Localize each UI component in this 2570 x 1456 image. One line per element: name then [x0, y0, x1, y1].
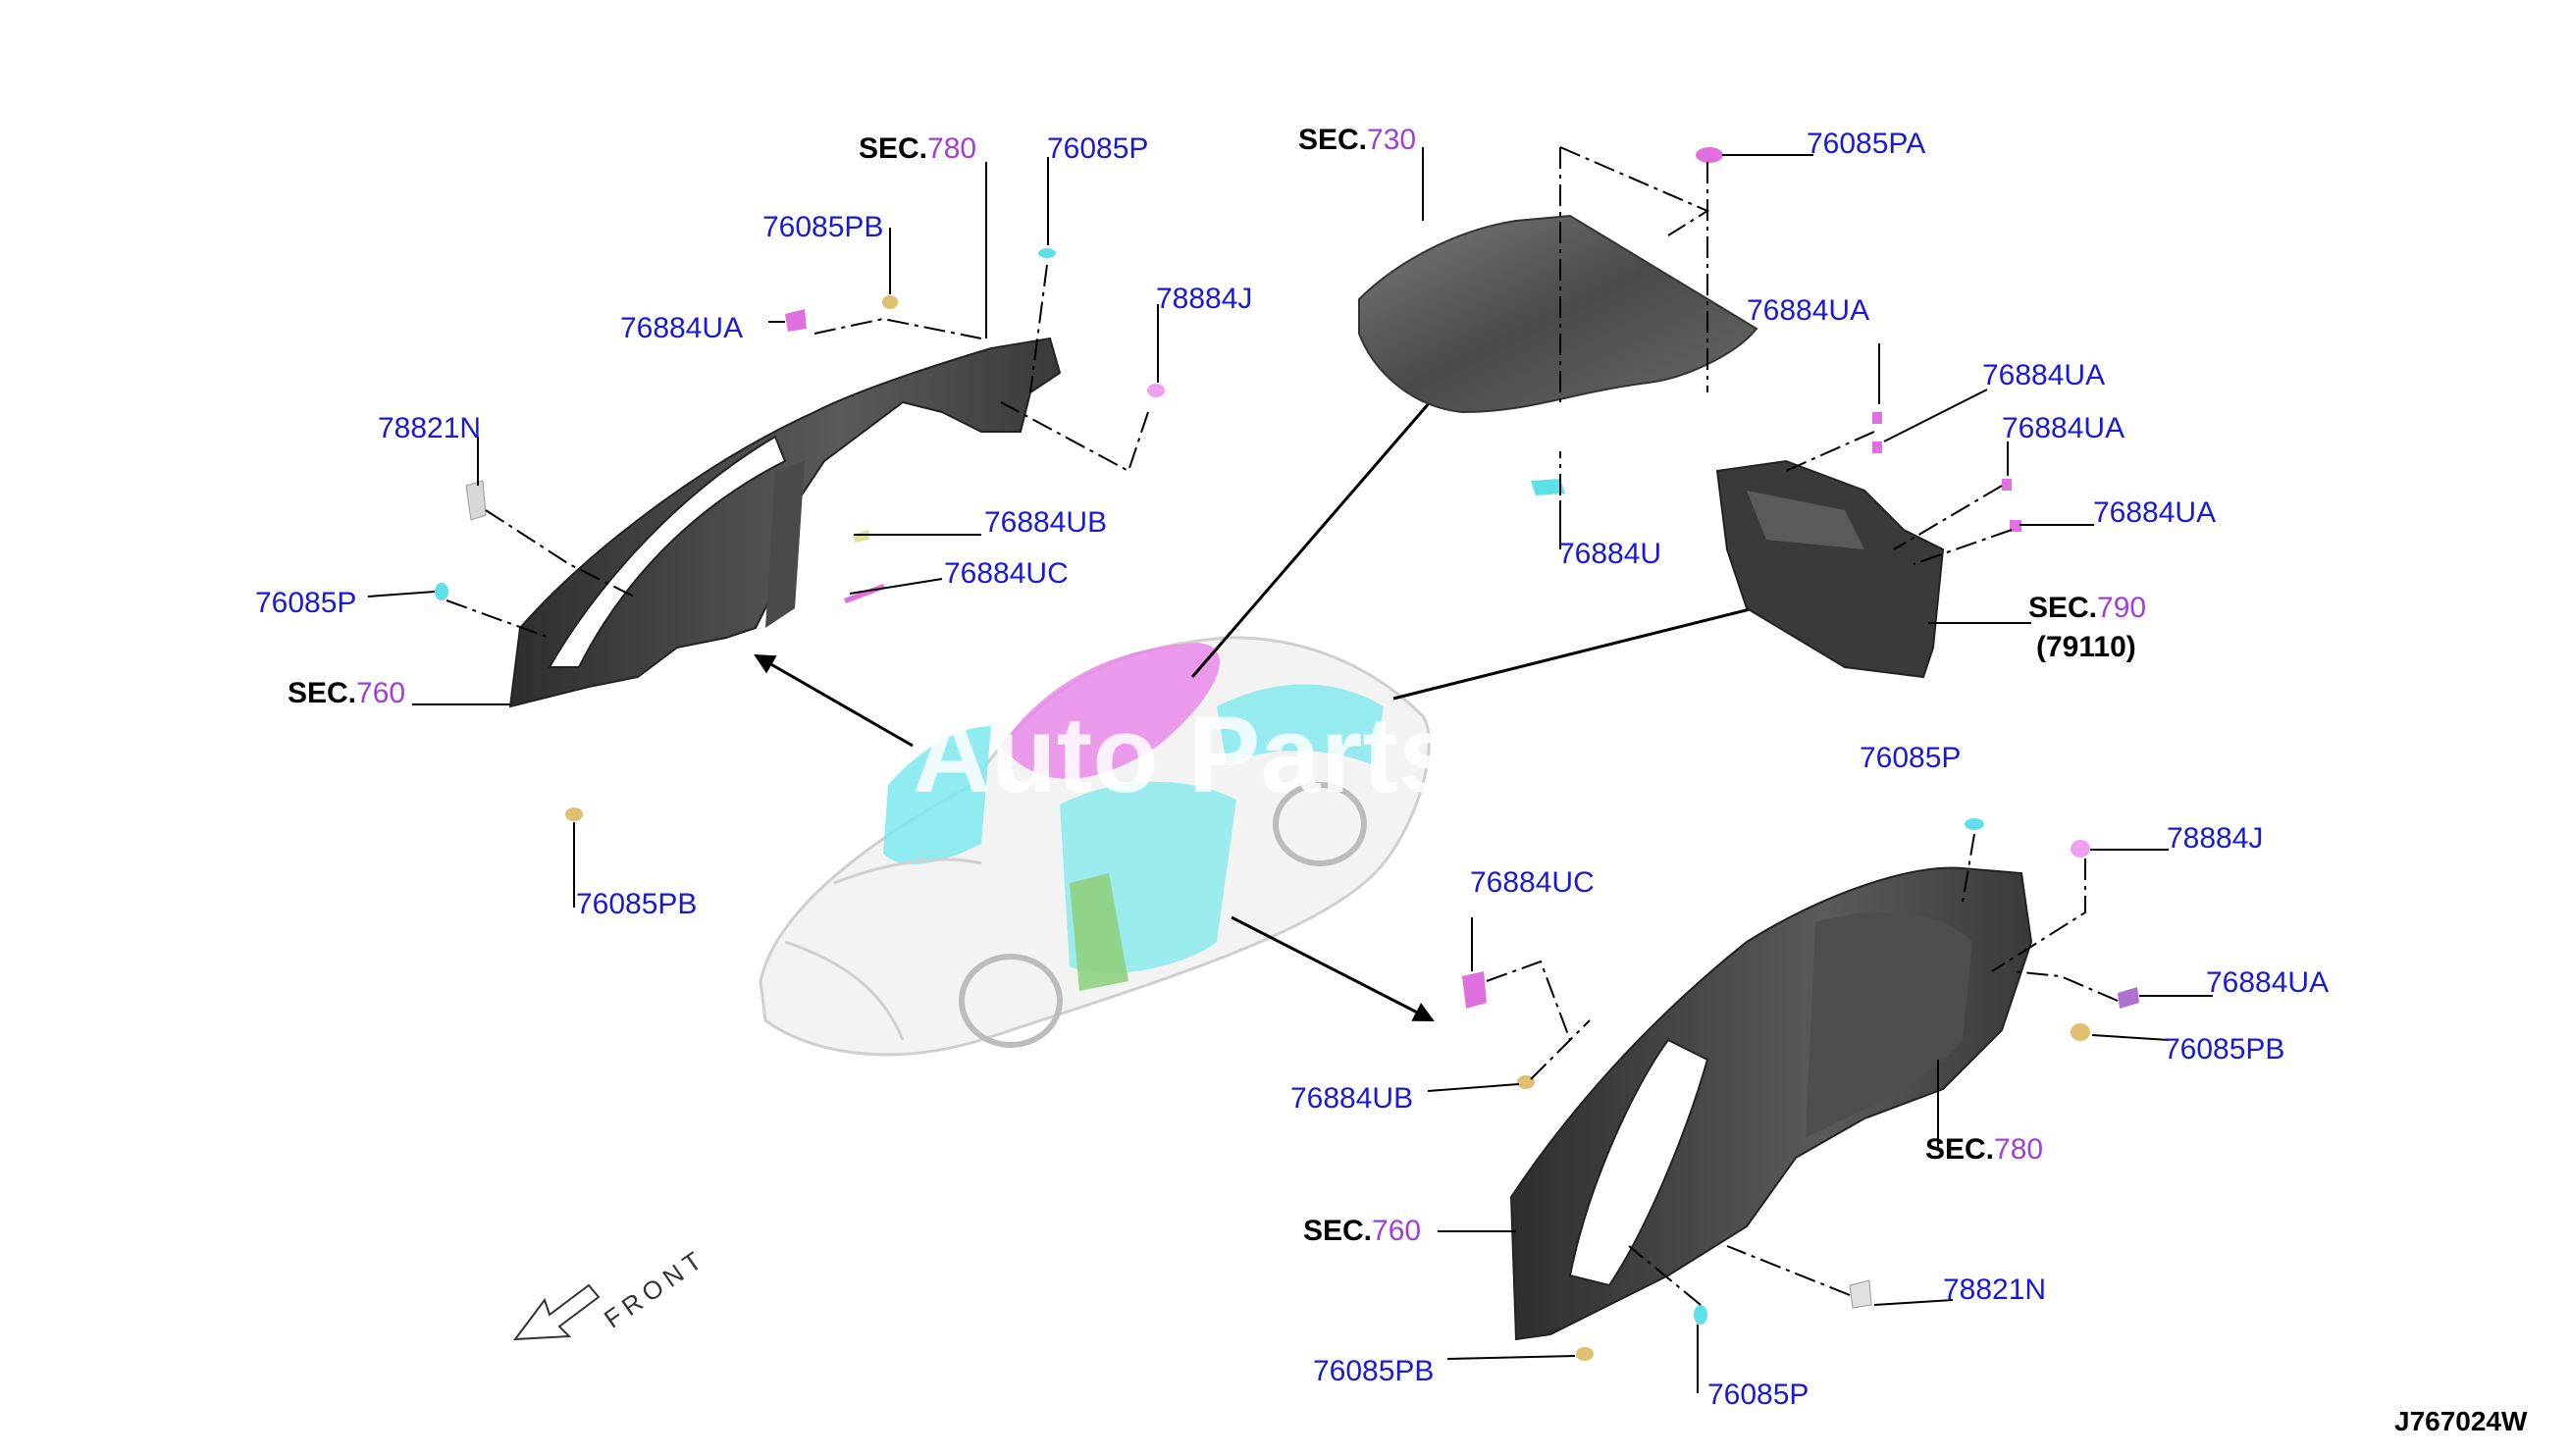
diagram-code: J767024W [2394, 1406, 2528, 1436]
section-ref-780-right: SEC.780 [1925, 1135, 2043, 1165]
part-label-76884UA-r1: 76884UA [1747, 294, 1870, 327]
part-label-76085P-right-partial: 76085P [1860, 742, 1962, 774]
part-markers [435, 147, 2139, 1361]
car-body-illustration [759, 636, 1431, 1057]
section-ref-760-right: SEC.760 [1303, 1217, 1421, 1246]
part-label-76085PB-right: 76085PB [2164, 1033, 2285, 1066]
part-label-78821N-left: 78821N [378, 412, 482, 444]
front-direction-arrow [512, 1283, 601, 1341]
section-prefix: SEC. [2028, 592, 2098, 624]
part-label-76884U: 76884U [1558, 538, 1662, 570]
part-label-76884UB-left: 76884UB [984, 506, 1108, 539]
part-label-76085P-bottom: 76085P [1707, 1378, 1809, 1411]
section-number: 780 [1994, 1133, 2044, 1166]
part-label-76884UC-right: 76884UC [1470, 866, 1595, 899]
assembly-lines [446, 146, 2119, 1306]
part-label-78884J-right: 78884J [2167, 822, 2264, 855]
explode-arrows [754, 386, 1784, 1022]
section-ref-790: SEC.790 [2028, 594, 2146, 623]
section-number: 780 [927, 132, 977, 165]
part-label-76884UA-left: 76884UA [620, 312, 744, 344]
section-ref-780-left: SEC.780 [859, 134, 976, 164]
part-label-76884UC-left: 76884UC [944, 557, 1069, 590]
section-prefix: SEC. [1925, 1133, 1995, 1166]
part-label-76884UA-r4: 76884UA [2093, 496, 2217, 529]
section-prefix: SEC. [288, 677, 357, 709]
section-prefix: SEC. [1303, 1215, 1373, 1247]
leader-lines [367, 147, 2213, 1393]
part-label-76884UA-right: 76884UA [2206, 966, 2330, 999]
part-label-78821N-right: 78821N [1943, 1274, 2047, 1306]
left-body-side-panel [508, 337, 1062, 708]
section-ref-760-left: SEC.760 [288, 679, 405, 708]
right-body-side-panel [1509, 866, 2033, 1341]
section-number: 760 [356, 677, 406, 709]
roof-panel [1358, 214, 1758, 414]
watermark-text: Auto Parts [913, 695, 1459, 815]
part-label-76884UB-right: 76884UB [1290, 1082, 1414, 1115]
section-ref-730: SEC.730 [1298, 126, 1416, 155]
part-label-76085PB-bottom: 76085PB [1313, 1355, 1435, 1387]
part-label-76085PA: 76085PA [1807, 128, 1926, 160]
section-number: 760 [1372, 1215, 1422, 1247]
part-label-76085PB-left: 76085PB [576, 888, 698, 920]
part-label-78884J-left: 78884J [1156, 283, 1253, 315]
rear-panel [1715, 459, 1945, 679]
section-ref-790-sub: (79110) [2036, 631, 2136, 663]
section-prefix: SEC. [859, 132, 928, 165]
part-label-76884UA-r3: 76884UA [2002, 412, 2125, 444]
part-label-76085PB-top: 76085PB [762, 211, 884, 243]
part-label-76884UA-r2: 76884UA [1982, 359, 2106, 391]
section-number: 730 [1367, 124, 1417, 156]
section-number: 790 [2097, 592, 2147, 624]
section-prefix: SEC. [1298, 124, 1368, 156]
part-label-76085P-top: 76085P [1047, 132, 1149, 165]
part-label-76085P-left: 76085P [255, 587, 357, 619]
